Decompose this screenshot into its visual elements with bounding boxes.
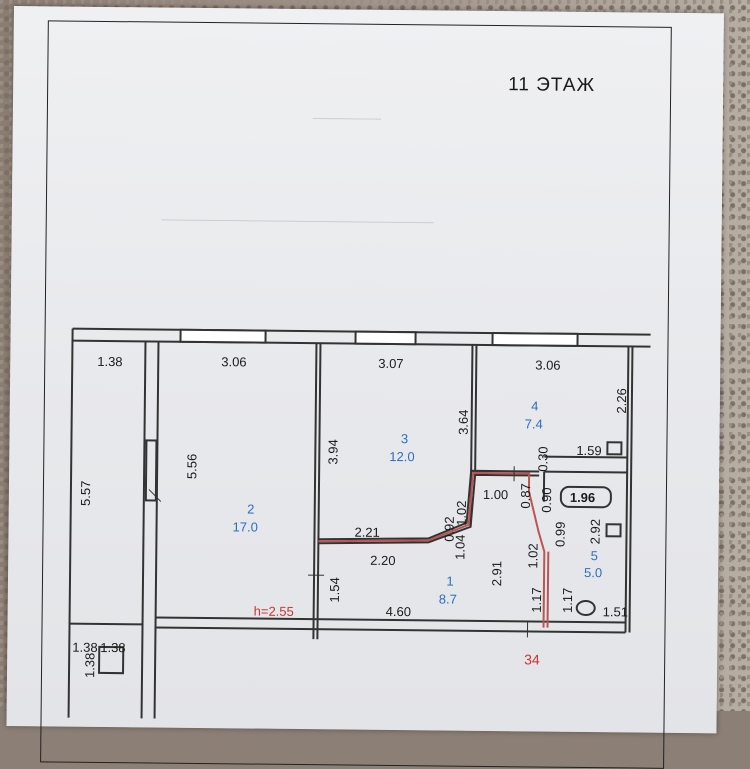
room-5-number: 5 (584, 549, 604, 562)
dim-hall-m: 4.60 (386, 605, 411, 618)
dim-hall-o: 1.17 (561, 588, 574, 613)
dim-hall-f: 1.00 (483, 488, 508, 501)
dim-room4-right: 2.26 (615, 388, 628, 413)
dim-wc-gap: 0.30 (536, 446, 549, 471)
dim-bath-width: 1.96 (570, 491, 595, 504)
room-4-number: 4 (525, 399, 545, 412)
dim-hall-d: 2.20 (370, 554, 395, 567)
apartment-number: 34 (524, 652, 540, 666)
dim-wc-bottom: 1.51 (603, 605, 628, 618)
dim-hall-g: 0.87 (519, 483, 532, 508)
room-3-area: 12.0 (389, 450, 414, 463)
dim-hall-a: 2.21 (354, 526, 379, 539)
room-3-number: 3 (394, 432, 414, 445)
dim-room2-height: 5.56 (185, 454, 198, 479)
dim-bath-height: 2.92 (589, 519, 602, 544)
dim-room3-right: 3.64 (457, 410, 470, 435)
dim-room3-height: 3.94 (326, 439, 339, 464)
room-5-area: 5.0 (584, 566, 602, 579)
dim-stair-height: 1.38 (83, 653, 96, 678)
dim-hall-c: 1.04 (453, 534, 466, 559)
dim-top-balcony: 1.38 (97, 355, 122, 368)
room-4-area: 7.4 (525, 417, 543, 430)
dim-hall-k: 1.02 (526, 543, 539, 568)
dim-top-room4: 3.06 (535, 358, 560, 371)
dim-top-room2: 3.06 (221, 355, 246, 368)
room-1-area: 8.7 (439, 592, 457, 605)
room-1-number: 1 (440, 574, 460, 587)
dim-hall-j: 0.99 (554, 522, 567, 547)
dim-wc-width: 1.59 (576, 444, 601, 457)
dim-stair-w1: 1.38 (100, 641, 125, 654)
dim-hall-h: 0.90 (540, 487, 553, 512)
dim-balcony-height: 5.57 (79, 481, 92, 506)
room-2-area: 17.0 (232, 520, 257, 533)
document-sheet: ──────── ───────────────────────────────… (6, 6, 724, 733)
dim-hall-l: 1.54 (328, 577, 341, 602)
dim-hall-e: 1.02 (455, 500, 468, 525)
ceiling-height-label: h=2.55 (254, 605, 294, 618)
dim-top-room3: 3.07 (378, 357, 403, 370)
dim-hall-n: 1.17 (530, 587, 543, 612)
dim-hall-i: 2.91 (490, 561, 503, 586)
room-2-number: 2 (239, 502, 263, 515)
floor-plan (6, 6, 724, 733)
